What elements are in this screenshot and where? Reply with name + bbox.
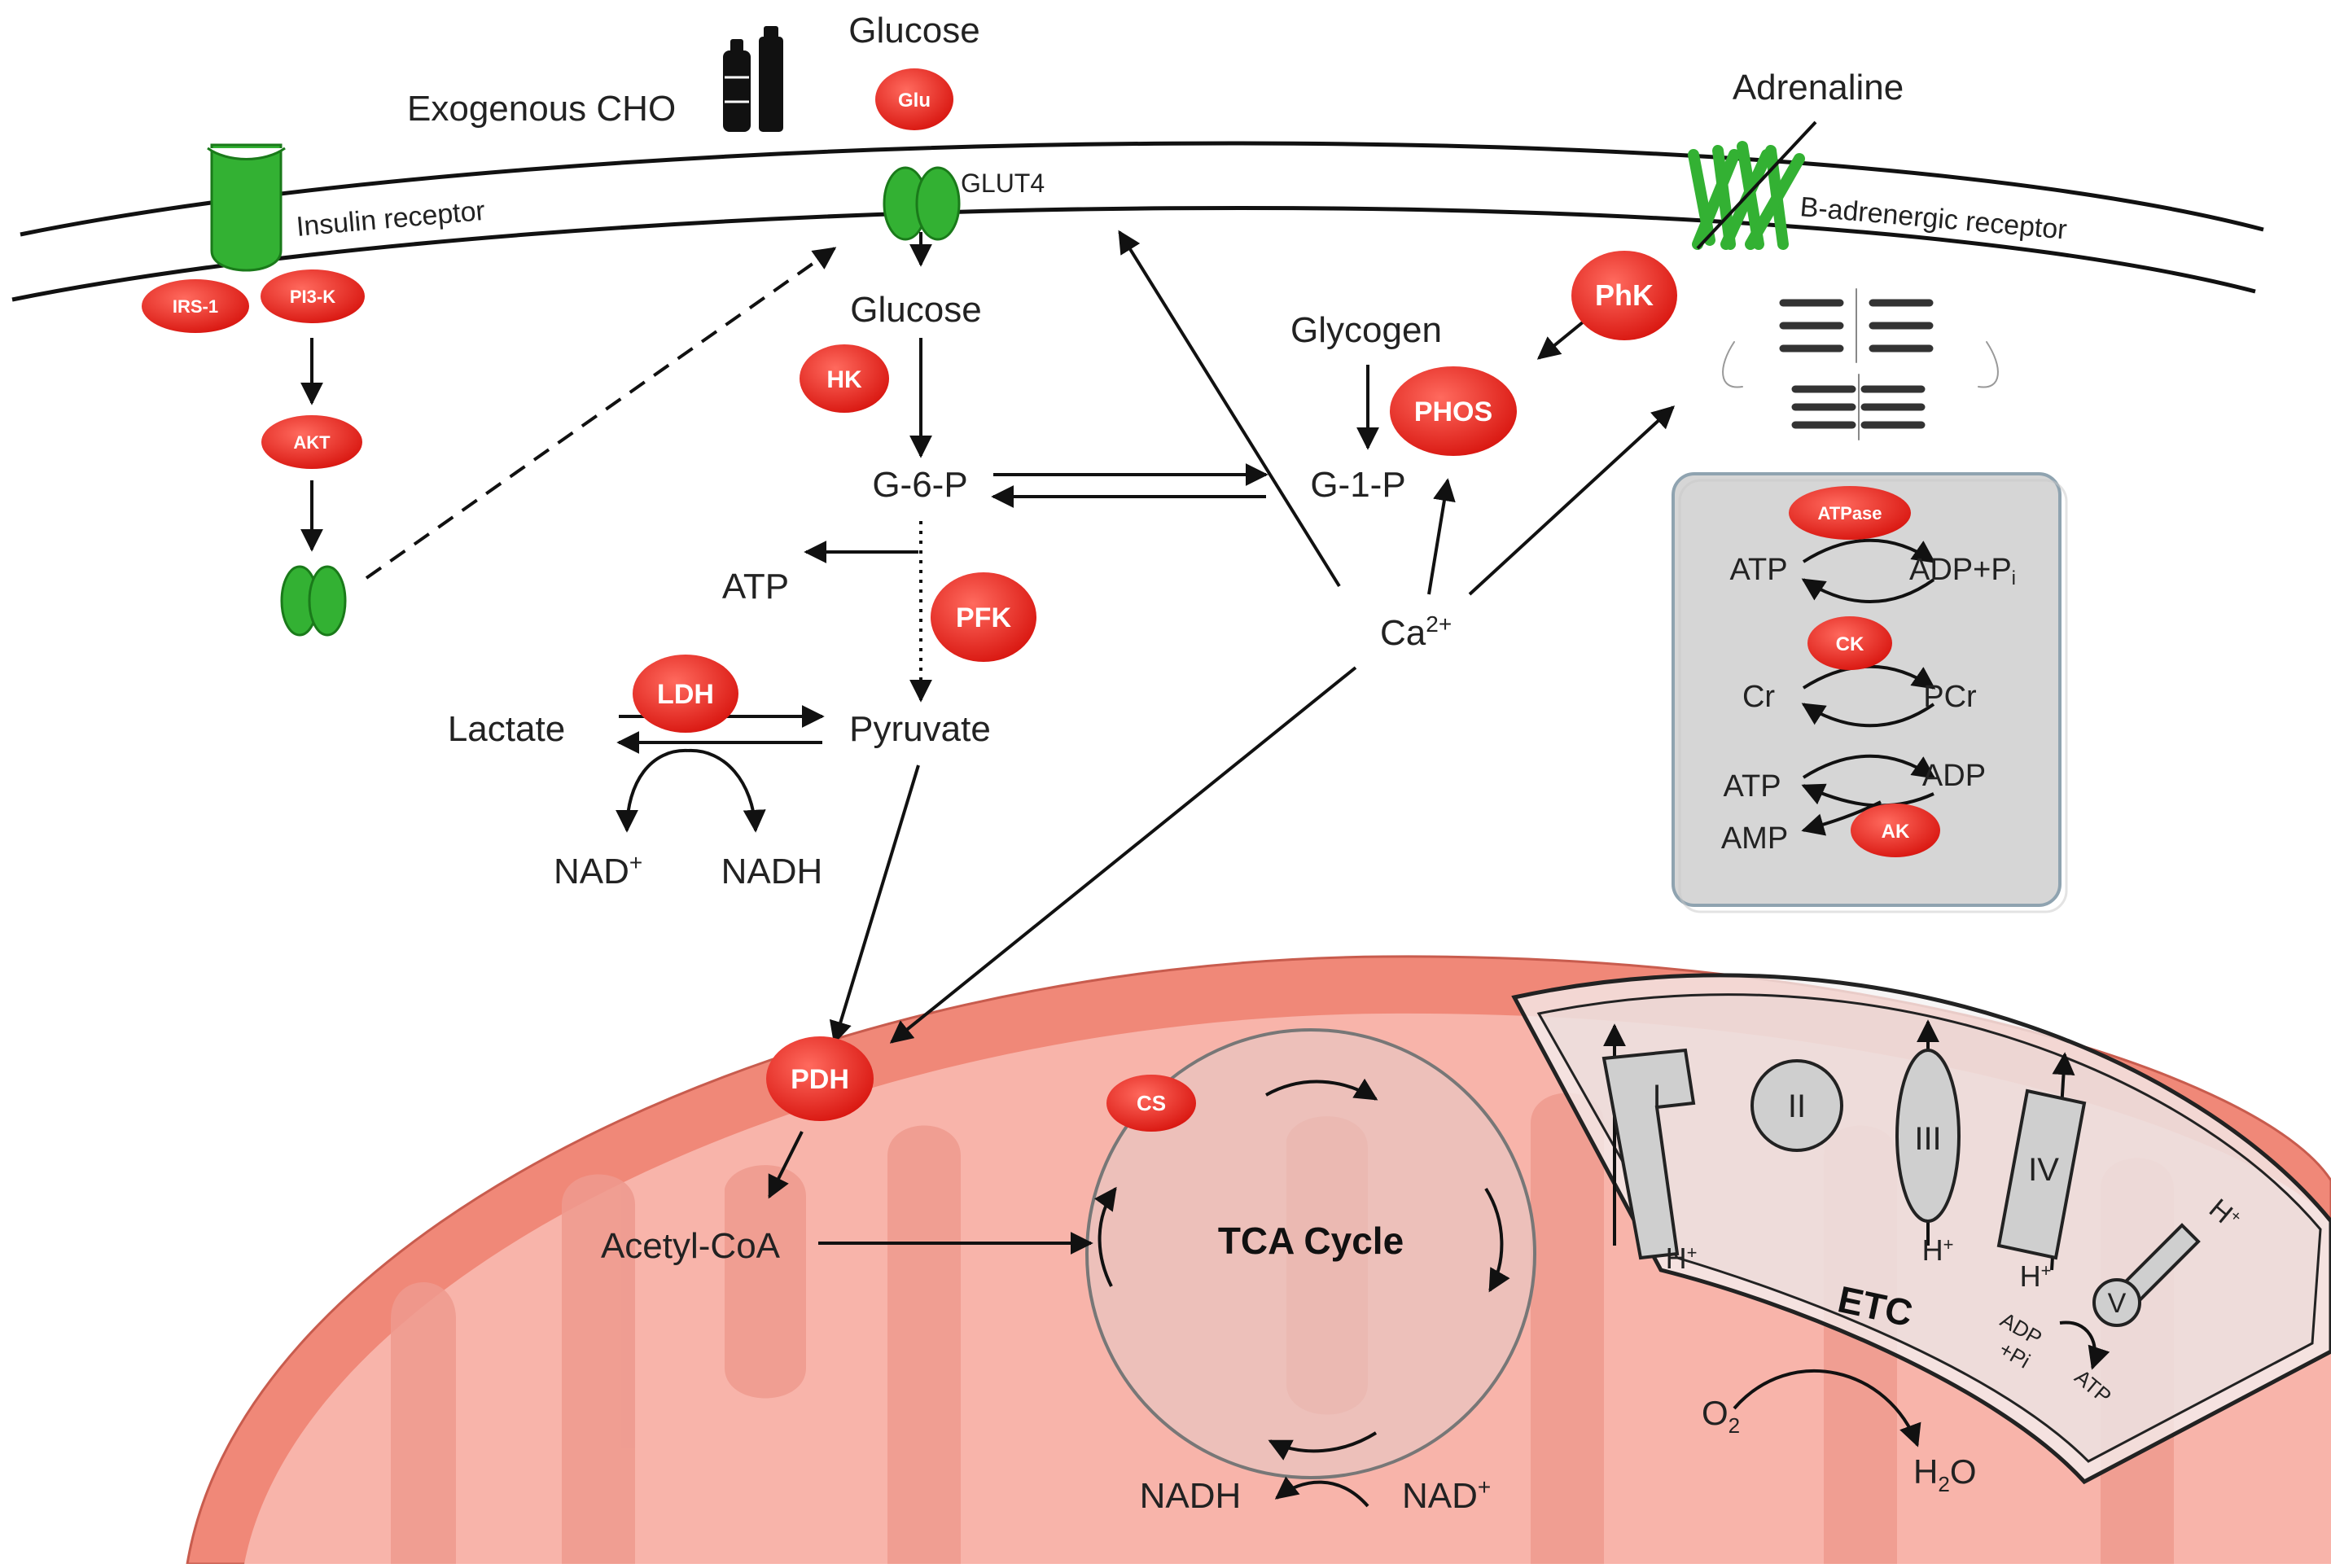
insulin-receptor-label: Insulin receptor (295, 195, 486, 243)
sarcomere-icon (1722, 288, 1999, 440)
insulin-receptor (207, 143, 286, 272)
h2o-label: H2O (1913, 1452, 1976, 1496)
tca-nad-label: NAD+ (1402, 1474, 1491, 1516)
g1p-label: G-1-P (1310, 465, 1405, 505)
enzyme-phos (1390, 366, 1517, 456)
panel-amp: AMP (1721, 821, 1788, 856)
pyruvate-label: Pyruvate (849, 709, 991, 749)
acetyl-coa-label: Acetyl-CoA (601, 1226, 781, 1266)
hk-label: HK (826, 366, 862, 393)
complex-ii (1750, 1059, 1843, 1152)
complex-v (2092, 1223, 2201, 1327)
irs1-label: IRS-1 (173, 296, 218, 317)
complex-iv-label: IV (2028, 1152, 2059, 1188)
panel-cr: Cr (1742, 680, 1775, 714)
tca-arrows (1093, 1078, 1510, 1508)
enzyme-phk (1571, 251, 1677, 340)
pfk-label: PFK (956, 602, 1011, 633)
adrenaline-label: Adrenaline (1733, 68, 1904, 107)
translocation-dashed-line (365, 247, 837, 580)
lactate-label: Lactate (448, 709, 565, 749)
glut4-vesicle (280, 565, 347, 637)
enzyme-glu (875, 68, 953, 130)
panel-atp-1: ATP (1729, 553, 1787, 587)
enzyme-ck (1807, 616, 1892, 670)
enzyme-cs (1106, 1075, 1196, 1132)
ldh-label: LDH (657, 679, 714, 710)
panel-adp-pi: ADP+Pi (1909, 553, 2016, 589)
complex-ii-label: II (1788, 1088, 1806, 1124)
bottle-icon (723, 26, 783, 132)
complex-v-label: V (2108, 1288, 2127, 1319)
panel-atp-2: ATP (1723, 769, 1781, 804)
phk-label: PhK (1595, 278, 1654, 312)
panel-adp: ADP (1922, 759, 1986, 793)
etc-complexes (1601, 1048, 2201, 1327)
atp-label: ATP (722, 567, 789, 607)
g6p-label: G-6-P (872, 465, 967, 505)
complex-iv (1996, 1088, 2087, 1260)
enzyme-hk (800, 344, 889, 413)
complex-i (1601, 1048, 1696, 1260)
ak-label: AK (1882, 821, 1910, 843)
enzyme-pdh (766, 1036, 874, 1121)
h-plus-iv: H+ (2020, 1259, 2052, 1293)
exogenous-cho-label: Exogenous CHO (407, 89, 676, 129)
complex-i-label: I (1652, 1079, 1661, 1115)
panel-pcr: PCr (1923, 680, 1977, 714)
pdh-label: PDH (791, 1064, 849, 1095)
enzyme-pfk (931, 572, 1036, 662)
o2-label: O2 (1702, 1394, 1740, 1438)
cell-membrane (11, 141, 2264, 302)
enzyme-ldh (633, 655, 738, 733)
tca-nadh-label: NADH (1140, 1476, 1242, 1516)
enzyme-pi3k (261, 269, 365, 323)
nad-label: NAD+ (554, 850, 642, 891)
arrows (300, 230, 1676, 1255)
cs-label: CS (1137, 1091, 1166, 1115)
pi3k-label: PI3-K (290, 287, 335, 307)
akt-label: AKT (293, 432, 331, 453)
h-plus-i: H+ (1666, 1242, 1698, 1275)
tca-cycle-label: TCA Cycle (1218, 1220, 1404, 1262)
glut4-label: GLUT4 (961, 169, 1045, 198)
glycogen-label: Glycogen (1290, 310, 1442, 350)
enzyme-akt (261, 415, 362, 469)
ca-label: Ca2+ (1380, 611, 1452, 653)
enzyme-irs1 (142, 279, 249, 333)
glut4-transporter (883, 166, 961, 241)
enzyme-ak (1851, 804, 1940, 857)
complex-iii-label: III (1914, 1121, 1941, 1157)
enzymes (142, 68, 1940, 1132)
panel-arrows (1801, 538, 1936, 836)
h-plus-iii: H+ (1922, 1233, 1954, 1267)
glucose-top-label: Glucose (848, 11, 979, 50)
energy-panel (1672, 472, 2068, 913)
atpase-label: ATPase (1817, 503, 1882, 523)
nadh-label: NADH (721, 852, 823, 891)
ck-label: CK (1836, 633, 1864, 655)
enzyme-atpase (1789, 486, 1911, 540)
phos-label: PHOS (1414, 396, 1492, 427)
adrenaline-line (1696, 120, 1817, 250)
glu-label: Glu (898, 90, 931, 112)
glucose-label: Glucose (850, 290, 981, 330)
complex-iii (1895, 1049, 1961, 1223)
